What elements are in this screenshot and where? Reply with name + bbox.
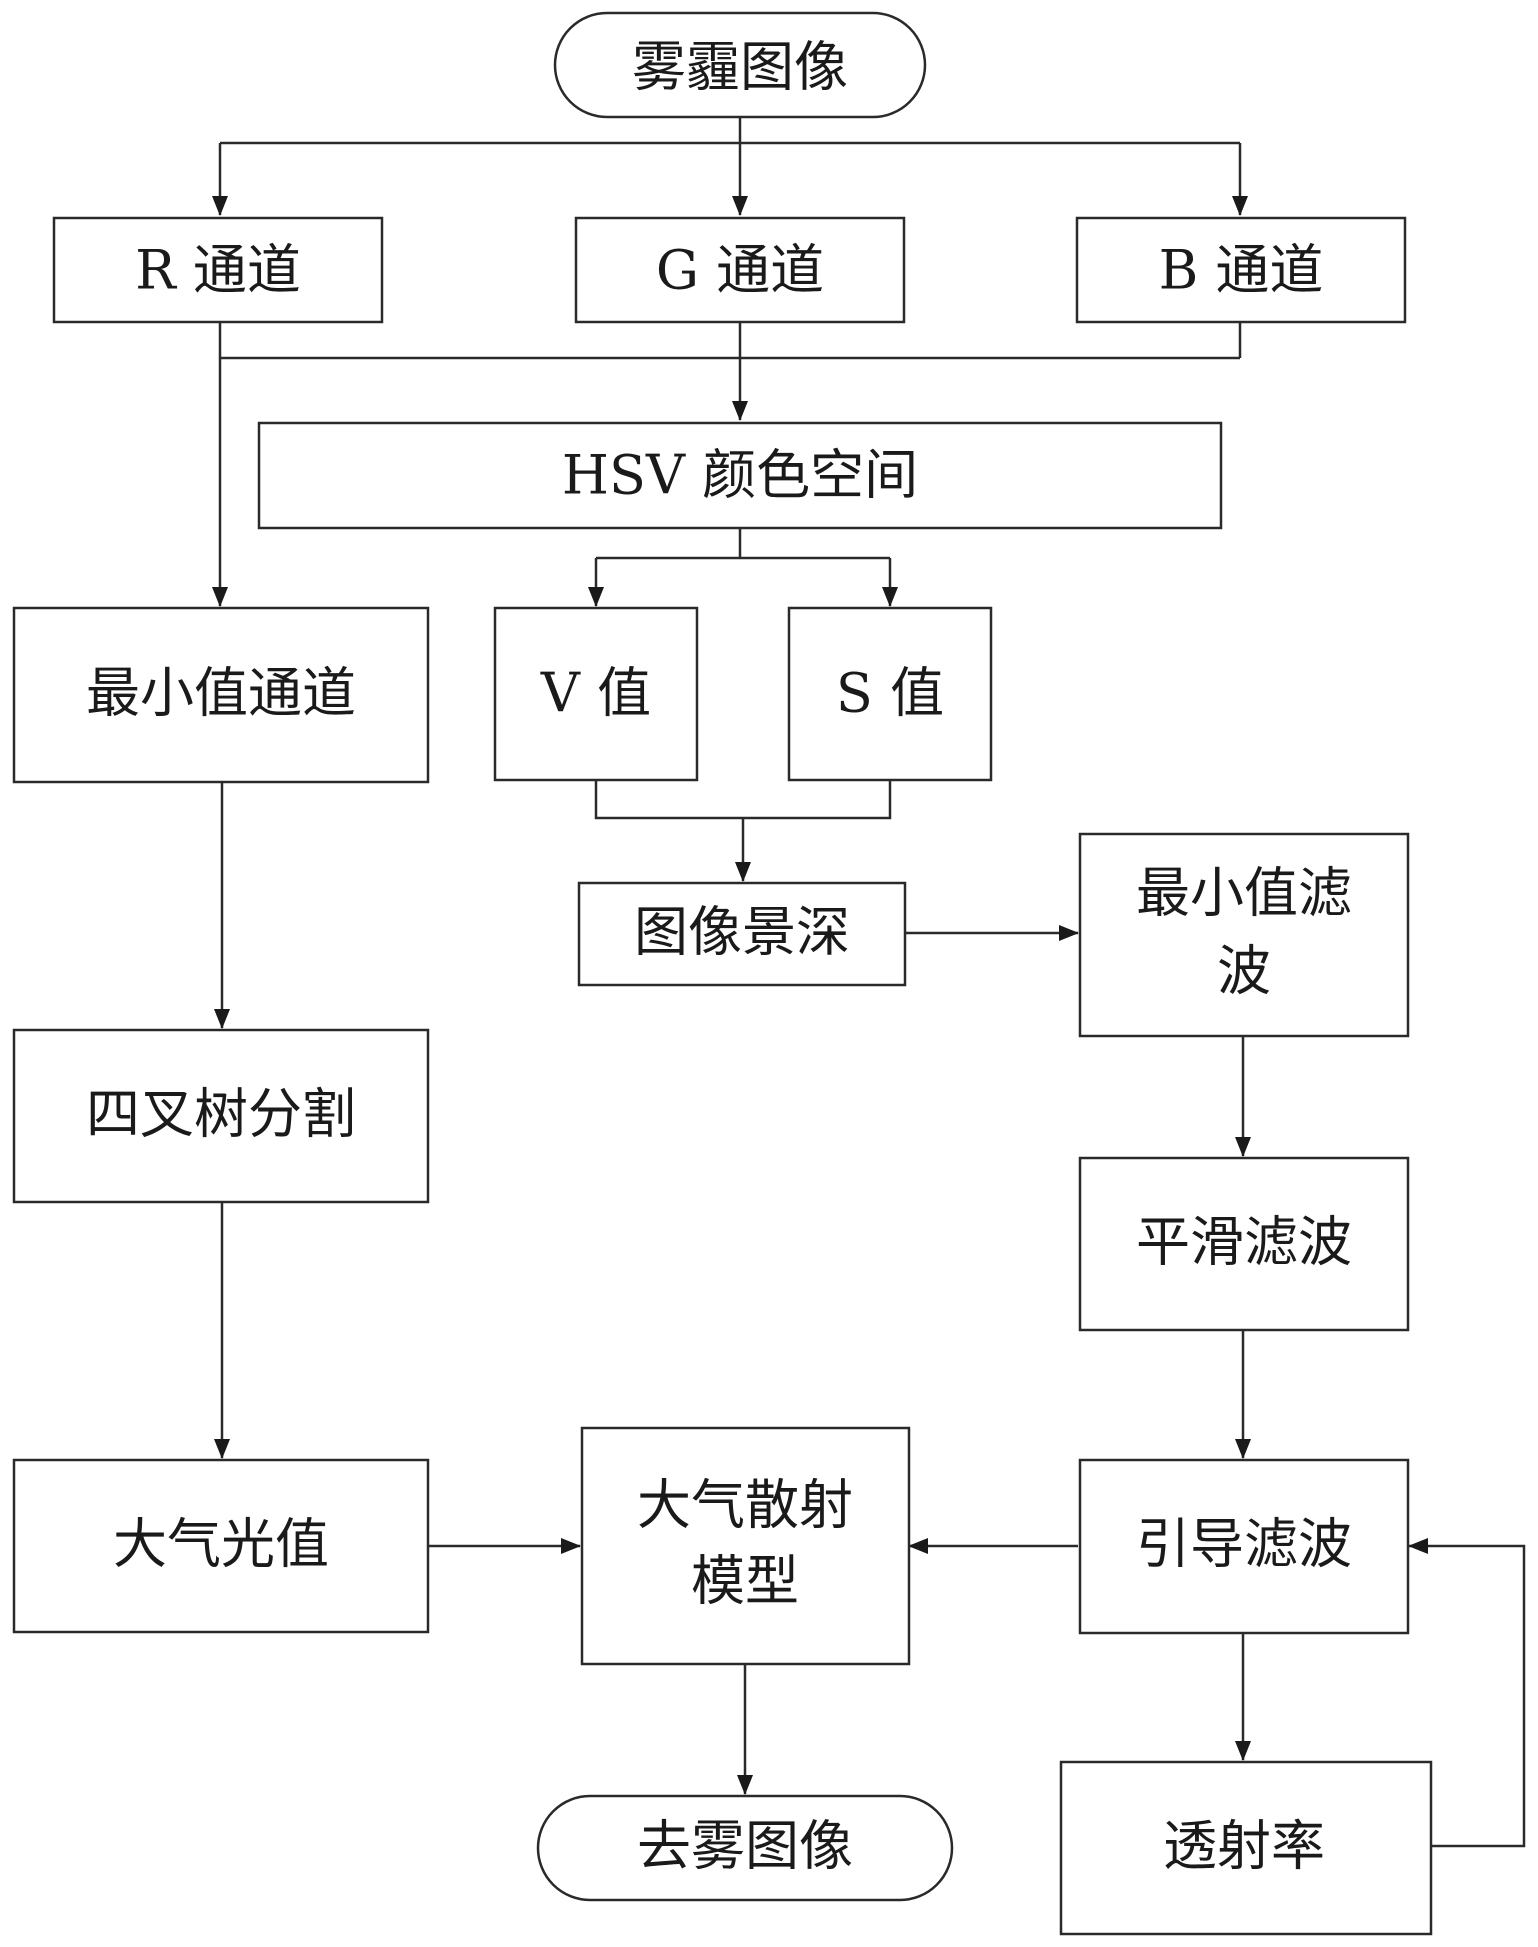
node-min-filter-label-line2: 波: [1217, 940, 1271, 1003]
node-scatter-model: 大气散射 模型: [580, 1426, 911, 1666]
node-guided-filter-label: 引导滤波: [1136, 1513, 1352, 1576]
node-smooth-filter-label: 平滑滤波: [1136, 1211, 1352, 1274]
node-guided-filter: 引导滤波: [1078, 1458, 1410, 1635]
node-g-channel-label: G 通道: [656, 239, 824, 302]
node-b-channel-label: B 通道: [1159, 239, 1324, 302]
node-image-depth: 图像景深: [577, 881, 907, 987]
node-quadtree: 四叉树分割: [12, 1028, 430, 1204]
node-b-channel: B 通道: [1075, 216, 1407, 324]
node-hsv-space-label: HSV 颜色空间: [562, 444, 918, 507]
node-r-channel-label: R 通道: [135, 239, 301, 302]
node-input-image-label: 雾霾图像: [632, 36, 848, 99]
node-min-channel-label: 最小值通道: [86, 662, 356, 725]
node-min-channel: 最小值通道: [12, 606, 430, 784]
node-transmittance-label: 透射率: [1163, 1815, 1325, 1878]
node-scatter-model-label-line1: 大气散射: [637, 1474, 853, 1537]
edge-merge-bar-vs: [594, 780, 892, 820]
node-atmos-light: 大气光值: [12, 1458, 430, 1634]
node-min-filter: 最小值滤 波: [1078, 832, 1410, 1038]
node-input-image: 雾霾图像: [553, 11, 927, 119]
node-v-value: V 值: [493, 606, 699, 782]
node-output-image: 去雾图像: [536, 1794, 954, 1902]
node-r-channel: R 通道: [52, 216, 384, 324]
node-min-filter-label-line1: 最小值滤: [1136, 862, 1352, 925]
nodes: 雾霾图像 R 通道 G 通道 B 通道 HSV 颜色空间 最小值通道: [12, 11, 1433, 1936]
node-scatter-model-label-line2: 模型: [691, 1550, 799, 1613]
node-v-value-label: V 值: [540, 662, 651, 725]
node-image-depth-label: 图像景深: [634, 901, 850, 964]
edges: [212, 117, 1526, 1848]
node-hsv-space: HSV 颜色空间: [257, 421, 1223, 530]
node-atmos-light-label: 大气光值: [113, 1513, 329, 1576]
edge-transmittance-feedback: [1408, 1538, 1526, 1848]
node-quadtree-label: 四叉树分割: [86, 1083, 356, 1146]
node-transmittance: 透射率: [1059, 1760, 1433, 1936]
node-g-channel: G 通道: [574, 216, 906, 324]
node-smooth-filter: 平滑滤波: [1078, 1156, 1410, 1332]
node-s-value-label: S 值: [836, 662, 944, 725]
node-s-value: S 值: [787, 606, 993, 782]
node-output-image-label: 去雾图像: [637, 1815, 853, 1878]
